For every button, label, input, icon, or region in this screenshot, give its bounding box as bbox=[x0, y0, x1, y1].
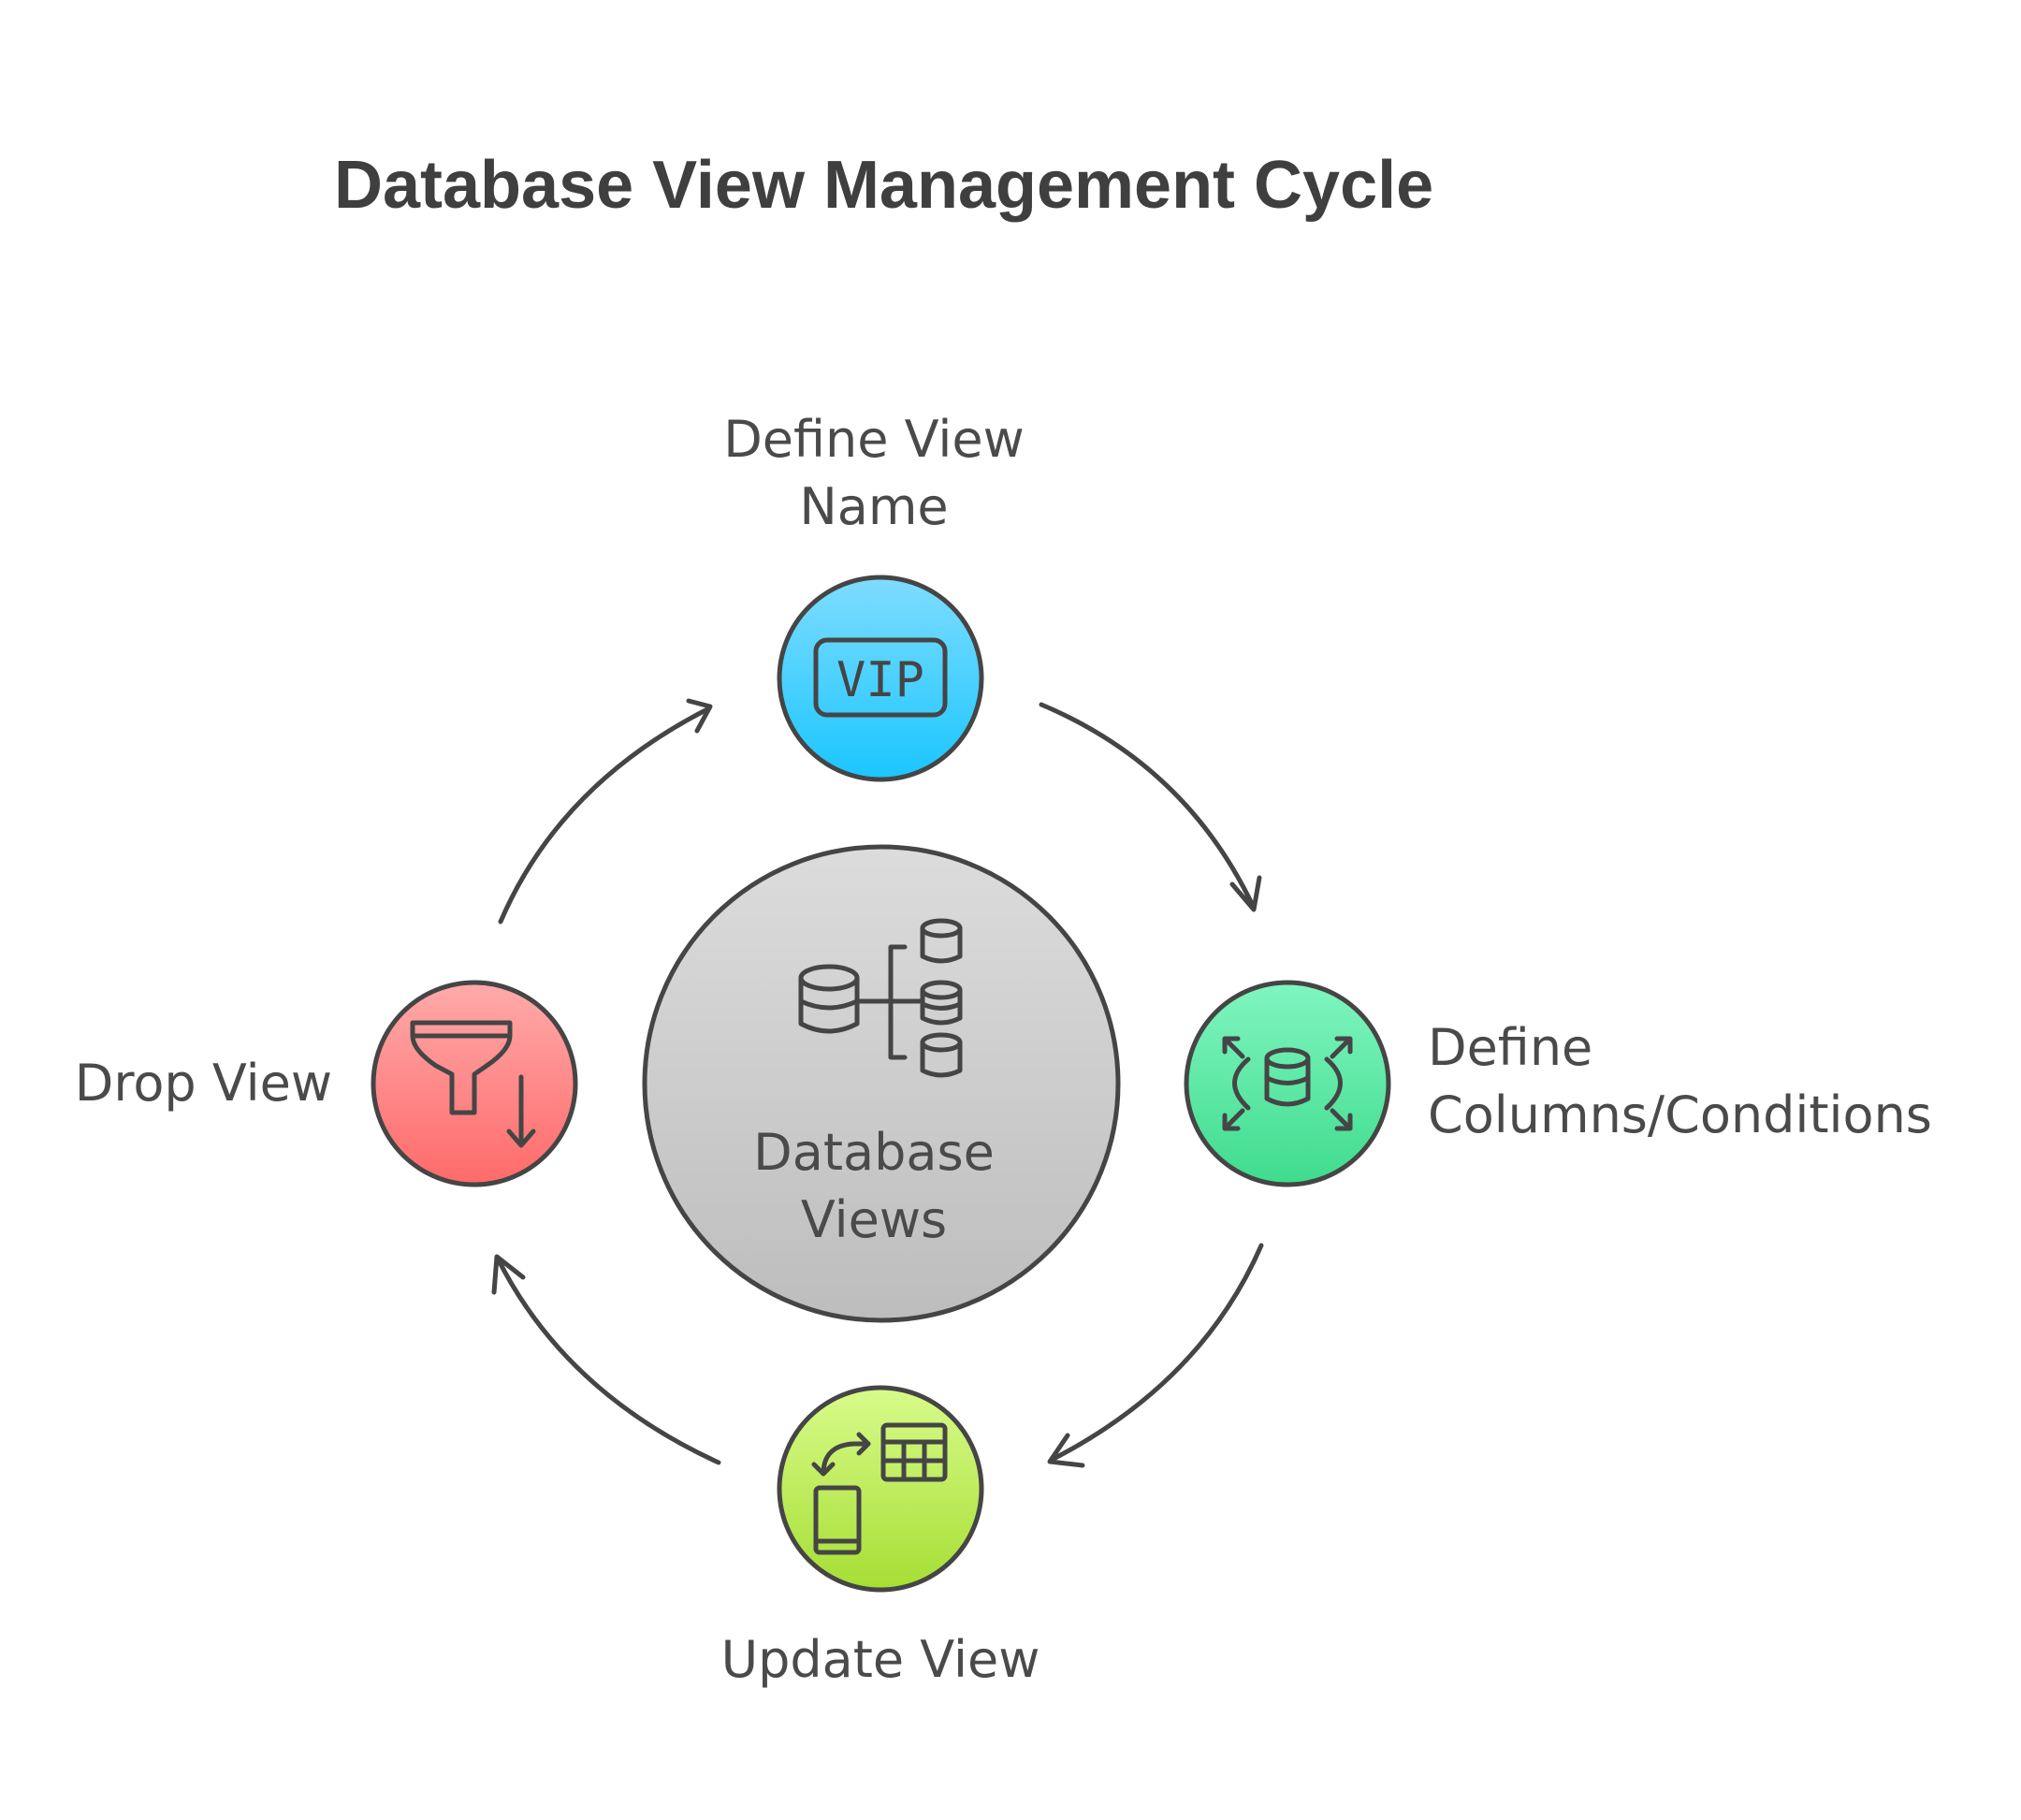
center-hub: Database Views bbox=[642, 844, 1121, 1323]
arrow-drop-to-name bbox=[498, 706, 712, 925]
step-label-line2: Name bbox=[799, 477, 948, 536]
cycle-arrows bbox=[491, 698, 1264, 1468]
filter-down-icon bbox=[410, 1020, 536, 1148]
step-label-line2: Columns/Conditions bbox=[1428, 1085, 1932, 1144]
step-label-line1: Define bbox=[1428, 1018, 1592, 1077]
step-define-columns[interactable]: Define Columns/Conditions bbox=[1184, 980, 1932, 1187]
arrow-head-update-to-drop bbox=[491, 1254, 526, 1295]
diagram-title: Database View Management Cycle bbox=[334, 148, 1433, 223]
step-drop-view[interactable]: Drop View bbox=[75, 980, 578, 1187]
step-define-view-name[interactable]: VIP Define View Name bbox=[723, 410, 1025, 782]
step-circle bbox=[777, 575, 984, 782]
step-label: Update View bbox=[721, 1630, 1040, 1689]
database-hierarchy-icon bbox=[798, 918, 963, 1078]
arrow-head-columns-to-update bbox=[1047, 1433, 1085, 1468]
step-label: Drop View bbox=[75, 1054, 332, 1113]
step-circle bbox=[777, 1385, 984, 1593]
vip-badge-icon: VIP bbox=[813, 637, 948, 718]
sync-table-icon bbox=[811, 1422, 948, 1555]
arrow-head-drop-to-name bbox=[686, 698, 713, 734]
step-update-view[interactable]: Update View bbox=[721, 1385, 1040, 1689]
arrow-columns-to-update bbox=[1049, 1243, 1264, 1463]
center-label-line2: Views bbox=[801, 1190, 947, 1249]
vip-badge-text: VIP bbox=[836, 652, 924, 708]
arrow-head-name-to-columns bbox=[1229, 875, 1262, 912]
center-label-line1: Database bbox=[753, 1123, 995, 1182]
database-expand-icon bbox=[1222, 1036, 1353, 1131]
center-circle bbox=[642, 844, 1121, 1323]
arrow-update-to-drop bbox=[495, 1256, 721, 1465]
arrow-name-to-columns bbox=[1039, 702, 1257, 910]
step-label-line1: Define View bbox=[723, 410, 1025, 469]
